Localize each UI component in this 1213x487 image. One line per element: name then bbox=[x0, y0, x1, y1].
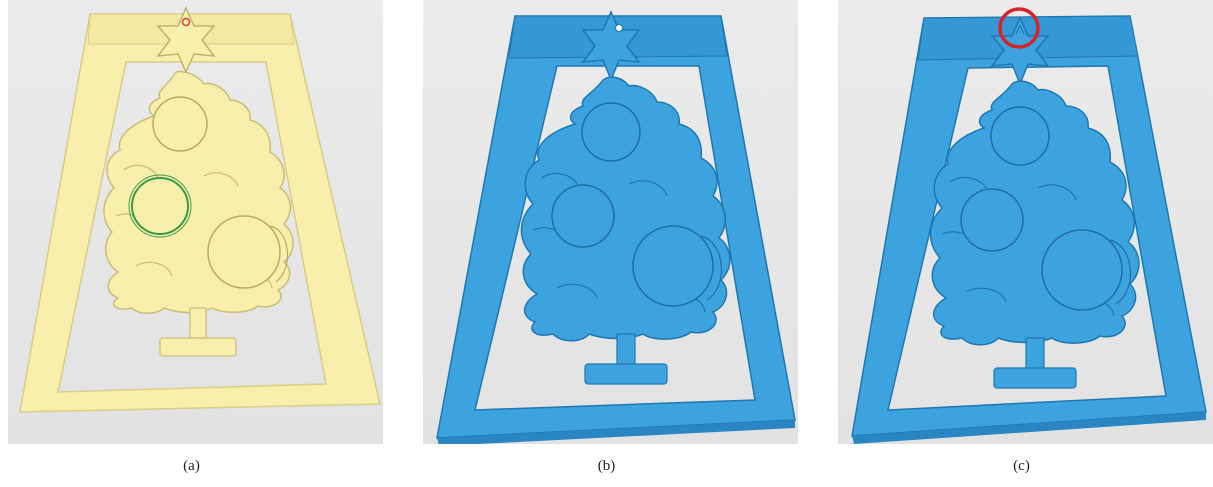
tree-cloud-folds bbox=[532, 173, 706, 313]
tree-cloud-folds bbox=[941, 177, 1115, 317]
ornament-ball-top bbox=[581, 102, 641, 162]
highlight-circle bbox=[998, 7, 1040, 49]
caption-c: (c) bbox=[1013, 458, 1030, 474]
filled-hole-mark bbox=[1015, 24, 1025, 35]
frame-bottom-edge bbox=[852, 412, 1206, 444]
tree-cloud-folds bbox=[115, 164, 273, 289]
ornament-ball-right bbox=[207, 215, 281, 289]
viewport-b bbox=[423, 0, 798, 444]
tree-trunk bbox=[1025, 337, 1045, 371]
ornament-ball-left bbox=[551, 184, 615, 248]
ornament-ball-top bbox=[152, 96, 208, 152]
viewport-a bbox=[8, 0, 383, 444]
panel-a: (a) bbox=[0, 0, 383, 487]
hanging-hole bbox=[615, 24, 623, 32]
ornament-ball-left bbox=[960, 188, 1024, 252]
tree-base bbox=[993, 367, 1077, 389]
tree-base bbox=[584, 363, 668, 385]
ornament-ball-right bbox=[1041, 229, 1123, 311]
ornament-model-b bbox=[436, 10, 796, 444]
caption-b: (b) bbox=[597, 458, 616, 474]
caption-a: (a) bbox=[183, 458, 200, 474]
ornament-ball-right-back bbox=[1109, 239, 1131, 305]
ornament-ball-top bbox=[990, 106, 1050, 166]
viewport-c bbox=[838, 0, 1213, 444]
panel-c: (c) bbox=[830, 0, 1213, 487]
ornament-ball-right bbox=[632, 225, 714, 307]
ornament-model-a bbox=[19, 6, 381, 413]
ornament-ball-right-back bbox=[700, 235, 722, 301]
tree-trunk bbox=[616, 333, 636, 367]
frame-bottom-edge bbox=[437, 420, 795, 444]
ornament-ball-right-back bbox=[269, 225, 289, 283]
ornament-ball-left bbox=[131, 177, 189, 235]
ornament-ball-left-ring bbox=[128, 174, 192, 238]
ornament-model-c bbox=[851, 7, 1207, 444]
tree-base bbox=[159, 337, 237, 357]
tree-trunk bbox=[189, 307, 207, 339]
panel-b: (b) bbox=[415, 0, 798, 487]
hanging-hole-marker bbox=[181, 17, 191, 27]
